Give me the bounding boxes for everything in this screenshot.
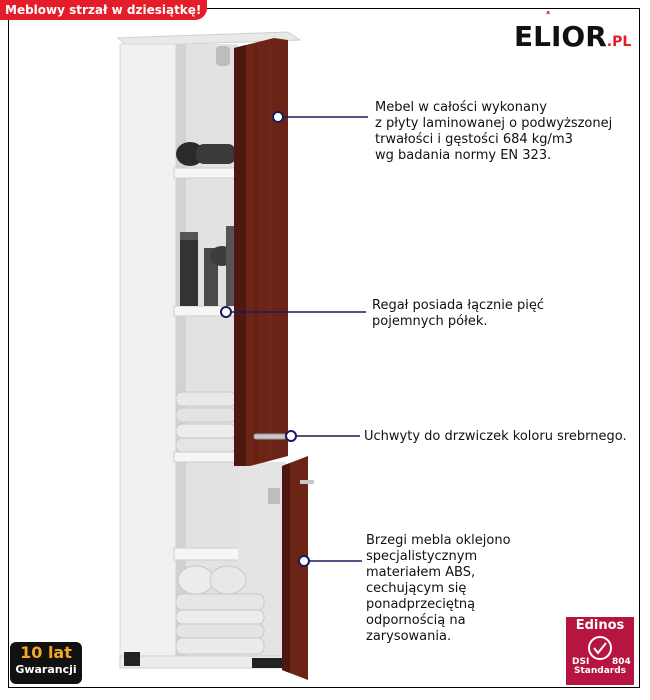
shelf <box>173 451 239 463</box>
callout-dot <box>285 430 297 442</box>
towel <box>175 593 265 611</box>
towel <box>175 609 265 625</box>
certificate-badge: Edinos DSI 804 Standards <box>566 617 634 685</box>
towel <box>175 407 237 423</box>
hair-dryer <box>176 142 204 166</box>
towel <box>175 391 237 407</box>
callout-edges: Brzegi mebla oklejono specjalistycznym m… <box>366 533 511 644</box>
callout-dot <box>298 555 310 567</box>
callout-handles: Uchwyty do drzwiczek koloru srebrnego. <box>364 429 627 444</box>
cabinet-foot <box>252 658 282 668</box>
shelf <box>173 167 239 179</box>
warranty-years: 10 lat <box>20 643 72 662</box>
rolled-towel <box>177 565 215 595</box>
brand-logo: ELIOR.PL <box>514 20 631 53</box>
towel <box>175 423 237 439</box>
callout-material: Mebel w całości wykonany z płyty laminow… <box>375 100 613 163</box>
certificate-icon: DSI 804 <box>572 636 631 666</box>
rolled-towel <box>209 565 247 595</box>
certificate-code: DSI <box>572 657 589 666</box>
towel <box>175 637 265 655</box>
cabinet-foot <box>124 652 140 666</box>
towel <box>175 623 265 639</box>
cosmetic-bottle <box>180 232 198 306</box>
certificate-standards: Standards <box>573 666 627 676</box>
warranty-badge: 10 lat Gwarancji <box>10 642 82 684</box>
image-frame <box>8 8 640 688</box>
promo-banner: Meblowy strzał w dziesiątkę! <box>0 0 208 20</box>
upper-door <box>234 38 288 466</box>
cabinet-side <box>119 43 177 669</box>
door-handle <box>253 433 287 440</box>
brand-name: ELIOR <box>514 20 607 53</box>
certificate-number: 804 <box>612 657 631 666</box>
callout-shelves: Regał posiada łącznie pięć pojemnych pół… <box>372 298 545 329</box>
certificate-title: Edinos <box>575 618 625 633</box>
chair-icon <box>546 11 550 16</box>
cabinet-top <box>116 31 302 47</box>
brand-suffix: .PL <box>606 34 632 50</box>
towel <box>175 437 237 453</box>
callout-dot <box>220 306 232 318</box>
callout-dot <box>272 111 284 123</box>
warranty-label: Gwarancji <box>15 663 77 676</box>
